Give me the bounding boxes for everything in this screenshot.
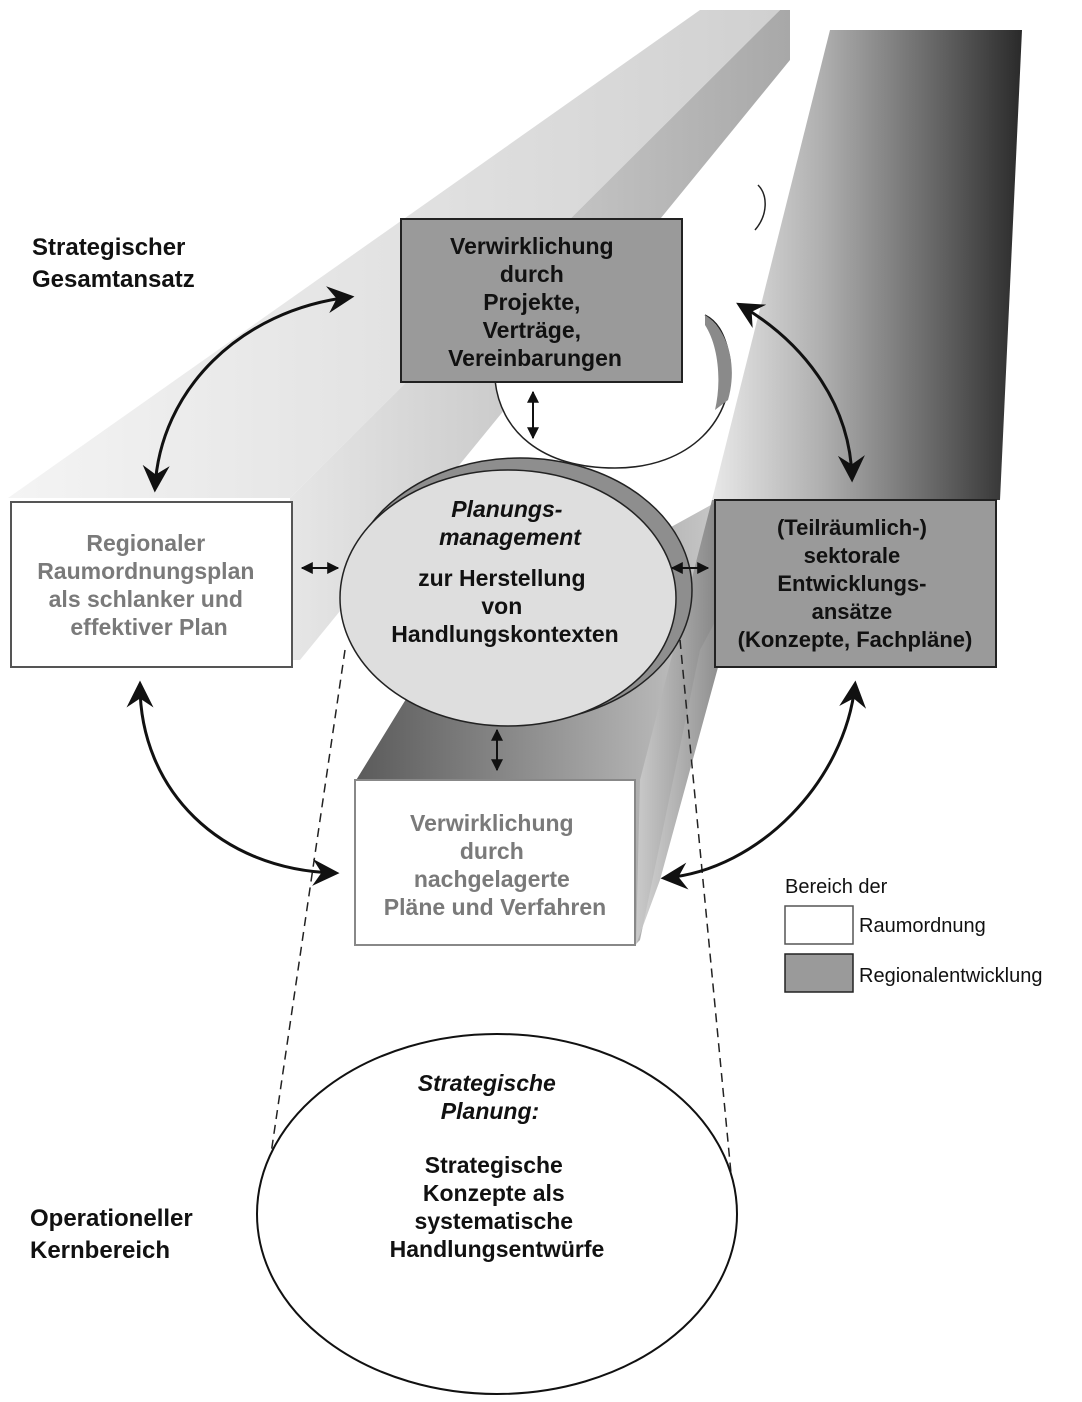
downstream-line-2: durch xyxy=(460,838,524,864)
regional-line-2: Raumordnungsplan xyxy=(37,558,254,584)
operational-core-label: Operationeller Kernbereich xyxy=(30,1203,193,1267)
strategic-overall-label: Strategischer Gesamtansatz xyxy=(32,232,195,296)
strategic-planning-bold-text: Strategische Konzepte als systematische … xyxy=(390,1152,605,1262)
center-bold-text: zur Herstellung von Handlungskontexten xyxy=(391,565,618,647)
box-projects xyxy=(400,218,683,383)
box-projects-text: Verwirklichung durch Projekte, Verträge,… xyxy=(448,233,622,371)
box-sectoral xyxy=(714,499,997,668)
box-sectoral-text: (Teilräumlich-) sektorale Entwicklungs- … xyxy=(738,515,973,652)
legend-swatch-raumordnung xyxy=(784,905,854,945)
sp-bold-line-4: Handlungsentwürfe xyxy=(390,1236,605,1262)
legend-label-raumordnung: Raumordnung xyxy=(859,915,986,937)
sp-italic-line-2: Planung: xyxy=(441,1098,539,1124)
downstream-line-4: Pläne und Verfahren xyxy=(384,894,606,920)
downstream-line-3: nachgelagerte xyxy=(414,866,570,892)
sp-italic-line-1: Strategische xyxy=(418,1070,556,1096)
center-italic-line-1: Planungs- xyxy=(451,496,562,522)
center-ellipse xyxy=(339,469,677,727)
top-small-arc xyxy=(754,184,766,231)
box-regional-plan xyxy=(10,501,293,668)
strategic-overall-line-2: Gesamtansatz xyxy=(32,266,195,293)
regional-line-4: effektiver Plan xyxy=(70,614,227,640)
sp-bold-line-2: Konzepte als xyxy=(423,1180,565,1206)
strategic-overall-line-1: Strategischer xyxy=(32,234,186,261)
center-bold-line-1: zur Herstellung xyxy=(418,565,585,591)
regional-line-3: als schlanker und xyxy=(49,586,243,612)
center-italic-text: Planungs- management xyxy=(439,496,582,550)
sectoral-line-1: (Teilräumlich-) xyxy=(777,515,927,540)
arrow-regional-projects xyxy=(142,286,355,493)
legend-swatch-regionalentwicklung xyxy=(784,953,854,993)
arrow-regional-downstream xyxy=(126,680,340,886)
arrow-sectoral-downstream xyxy=(660,680,867,890)
sectoral-line-2: sektorale xyxy=(804,543,901,568)
box-regional-plan-text: Regionaler Raumordnungsplan als schlanke… xyxy=(37,530,261,640)
box-downstream xyxy=(354,779,636,946)
projects-line-4: Verträge, xyxy=(483,317,581,343)
downstream-line-1: Verwirklichung xyxy=(410,810,574,836)
projects-arc-shade xyxy=(705,315,732,410)
projects-line-1: Verwirklichung xyxy=(450,233,614,259)
projects-line-2: durch xyxy=(500,261,564,287)
sp-bold-line-1: Strategische xyxy=(425,1152,563,1178)
center-bold-line-3: Handlungskontexten xyxy=(391,621,618,647)
operational-core-line-1: Operationeller xyxy=(30,1205,193,1232)
legend-label-regionalentwicklung: Regionalentwicklung xyxy=(859,965,1042,987)
center-bold-line-2: von xyxy=(481,593,522,619)
box-downstream-text: Verwirklichung durch nachgelagerte Pläne… xyxy=(384,810,606,920)
sectoral-line-5: (Konzepte, Fachpläne) xyxy=(738,627,973,652)
center-italic-line-2: management xyxy=(439,524,582,550)
projects-line-5: Vereinbarungen xyxy=(448,345,622,371)
arrow-projects-sectoral xyxy=(736,302,865,483)
legend-title: Bereich der xyxy=(785,876,888,898)
operational-core-line-2: Kernbereich xyxy=(30,1237,171,1264)
sectoral-line-4: ansätze xyxy=(812,599,893,624)
sp-bold-line-3: systematische xyxy=(415,1208,574,1234)
strategic-planning-ellipse xyxy=(256,1033,738,1395)
sectoral-line-3: Entwicklungs- xyxy=(777,571,926,596)
regional-line-1: Regionaler xyxy=(86,530,205,556)
right-beam xyxy=(712,30,1022,500)
strategic-planning-italic-text: Strategische Planung: xyxy=(418,1070,562,1124)
projects-line-3: Projekte, xyxy=(483,289,580,315)
